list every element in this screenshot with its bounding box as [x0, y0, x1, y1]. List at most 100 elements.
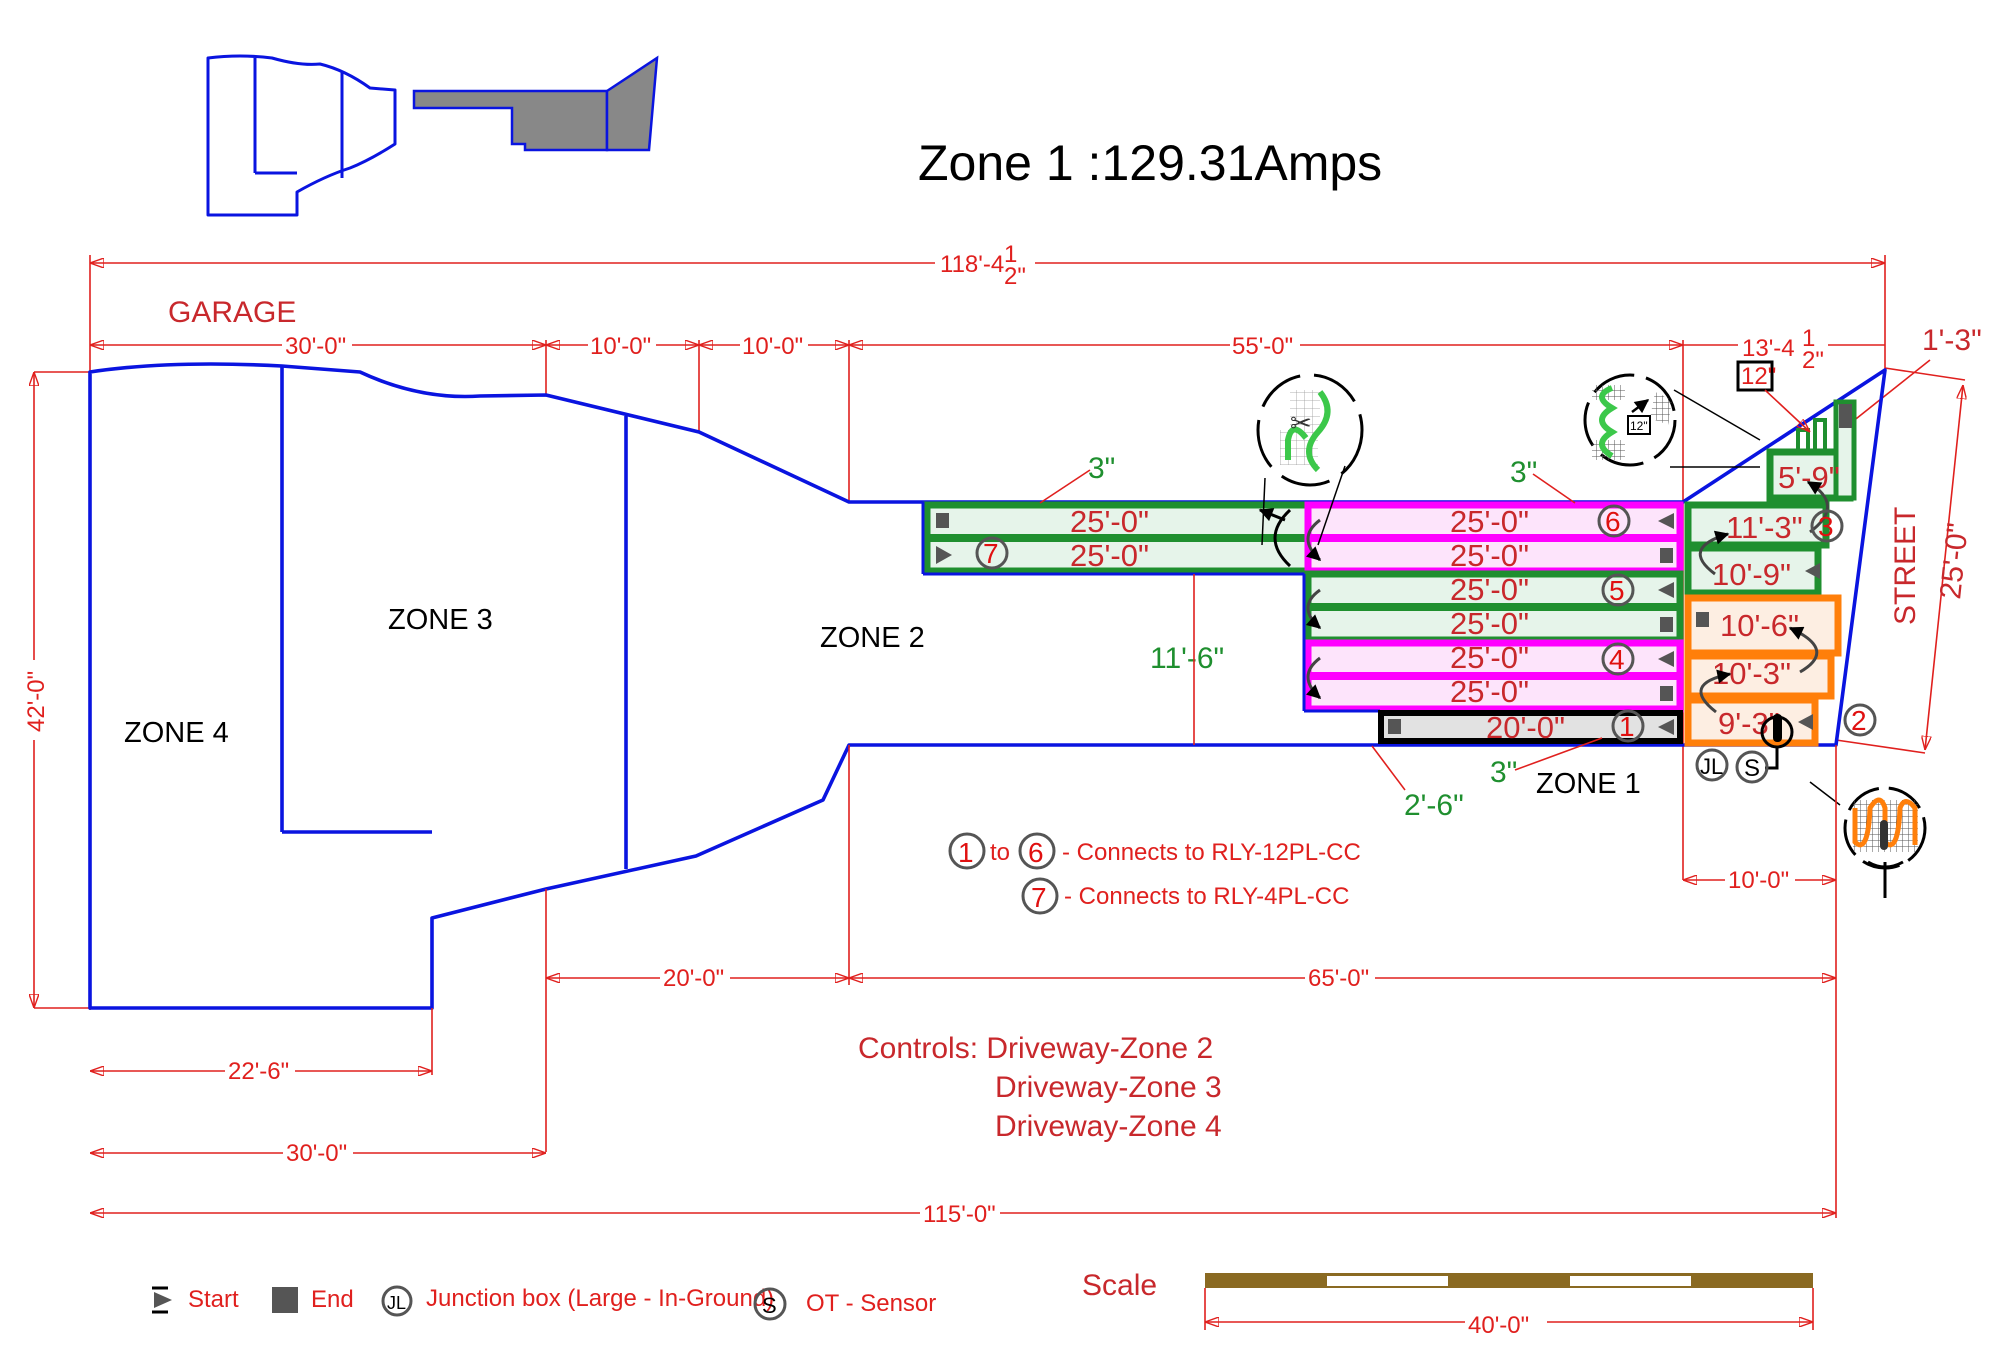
dim-22ft-6in: 22'-6" [228, 1058, 289, 1085]
dim-42ft: 42'-0" [23, 671, 50, 732]
inset-12in: 12" [1630, 419, 1648, 433]
dim-115ft: 115'-0" [923, 1201, 996, 1228]
note-circuit-from: 1 [958, 837, 974, 868]
spacing-3in: 3" [1510, 456, 1537, 489]
junction-and-sensor: JL S [1695, 714, 1794, 784]
scale-length: 40'-0" [1468, 1312, 1529, 1339]
strip-label: 9'-3" [1718, 706, 1780, 741]
start-icon [1658, 513, 1674, 529]
strip-label: 25'-0" [1450, 538, 1529, 573]
overall-width-frac-den: 2" [1004, 263, 1026, 290]
controls-line-2: Driveway-Zone 3 [995, 1071, 1222, 1104]
zone-1-label: ZONE 1 [1536, 768, 1641, 800]
strip-length-labels: 25'-0" 25'-0" 25'-0" 25'-0" 25'-0" 25'-0… [1070, 460, 1840, 745]
legend-symbol: JL [387, 1293, 406, 1313]
circuit-number: 6 [1605, 506, 1621, 537]
dim-30ft-bottom: 30'-0" [286, 1140, 347, 1167]
legend-item-sensor: S OT - Sensor [753, 1287, 936, 1321]
end-icon [1660, 686, 1673, 701]
end-icon [1696, 612, 1709, 627]
dim-13ft: 13'-4 [1742, 335, 1795, 362]
end-icon [272, 1287, 298, 1313]
legend-item-junction-box: JL Junction box (Large - In-Ground) [381, 1285, 774, 1317]
dim-65ft: 65'-0" [1308, 965, 1369, 992]
dim-20ft: 20'-0" [663, 965, 724, 992]
strip-label: 20'-0" [1486, 710, 1565, 745]
strip-label: 25'-0" [1450, 572, 1529, 607]
street-dimensions: 1'-3" 25'-0" STREET [1835, 324, 1982, 754]
spacing-callouts: 3" 3" 3" 11'-6" 2'-6" [1039, 452, 1603, 822]
spacing-3in: 3" [1490, 756, 1517, 789]
sensor-icon [753, 1287, 787, 1321]
dim-10ft-right: 10'-0" [1728, 867, 1789, 894]
legend-item-start: Start [152, 1286, 239, 1314]
detail-bubble-inset: 12" 12" [1583, 360, 1810, 468]
note-circuit-to: 6 [1028, 837, 1044, 868]
strip-label: 25'-0" [1450, 504, 1529, 539]
circuit-number: 4 [1609, 644, 1625, 675]
sensor-badge: S [1744, 755, 1760, 782]
strip-label: 5'-9" [1778, 460, 1840, 495]
garage-label: GARAGE [168, 296, 296, 329]
start-icon [1658, 651, 1674, 667]
street-label: STREET [1889, 507, 1922, 625]
junction-box-badge: JL [1700, 754, 1723, 779]
legend-label: OT - Sensor [806, 1290, 936, 1317]
circuit-number: 5 [1609, 575, 1625, 606]
start-icon [1658, 719, 1674, 735]
controls-line-3: Driveway-Zone 4 [995, 1110, 1222, 1143]
strip-label: 11'-3" [1726, 510, 1803, 545]
start-icon [154, 1292, 172, 1308]
scissors-icon: ✂ [1290, 409, 1312, 438]
dim-10ft-b: 10'-0" [742, 333, 803, 360]
strip-label: 25'-0" [1450, 606, 1529, 641]
dim-13ft-frac: 1 [1802, 325, 1815, 352]
spacing-3in: 3" [1088, 452, 1115, 485]
cable-markers [936, 513, 1820, 735]
end-icon [1660, 617, 1673, 632]
strip-label: 25'-0" [1450, 640, 1529, 675]
inset-12in-box: 12" [1741, 363, 1776, 390]
strip-label: 10'-9" [1712, 557, 1791, 592]
note-circuit-7: 7 [1031, 882, 1047, 913]
dim-30ft: 30'-0" [285, 333, 346, 360]
page-title: Zone 1 :129.31Amps [918, 135, 1382, 191]
strip-label: 10'-6" [1720, 608, 1799, 643]
end-icon [1660, 548, 1673, 563]
scale-label: Scale [1082, 1269, 1157, 1302]
legend-symbol: S [762, 1293, 777, 1318]
start-icon [1798, 714, 1813, 730]
circuit-badges: 7 6 5 4 1 3 2 [975, 504, 1877, 743]
legend: Start End JL Junction box (Large - In-Gr… [152, 1285, 936, 1321]
junction-box-icon [381, 1285, 413, 1317]
note-to: to [990, 839, 1010, 866]
circuit-number: 7 [983, 538, 999, 569]
note-relay-12pl: - Connects to RLY-12PL-CC [1062, 839, 1361, 866]
controls-note: Controls: Driveway-Zone 2 Driveway-Zone … [858, 1032, 1222, 1143]
end-icon [1388, 719, 1401, 734]
dim-10ft-a: 10'-0" [590, 333, 651, 360]
cable-loop-arrows [1258, 480, 1829, 714]
circuit-number: 1 [1619, 711, 1635, 742]
dim-street-25ft: 25'-0" [1934, 521, 1975, 600]
dim-1ft-3in: 1'-3" [1922, 324, 1982, 357]
overall-width-dim: 118'-4 [940, 251, 1004, 278]
driveway-boundary [88, 362, 1887, 1010]
legend-label: Start [188, 1286, 239, 1313]
key-plan-thumbnail [206, 54, 659, 217]
overall-width-frac: 1 [1004, 241, 1017, 268]
start-icon [1658, 582, 1674, 598]
zone-3-label: ZONE 3 [388, 604, 493, 636]
note-relay-4pl: - Connects to RLY-4PL-CC [1064, 883, 1349, 910]
left-dimension: 42'-0" [22, 371, 90, 1009]
circuit-number: 3 [1818, 511, 1834, 542]
width-11ft-6in: 11'-6" [1150, 642, 1224, 675]
strip-label: 25'-0" [1450, 674, 1529, 709]
zone-2-label: ZONE 2 [820, 622, 925, 654]
offset-2ft-6in: 2'-6" [1404, 789, 1464, 822]
dim-55ft: 55'-0" [1232, 333, 1293, 360]
dim-13ft-frac-den: 2" [1802, 347, 1824, 374]
strip-label: 25'-0" [1070, 538, 1149, 573]
right-bottom-dim: 10'-0" [1683, 745, 1837, 985]
